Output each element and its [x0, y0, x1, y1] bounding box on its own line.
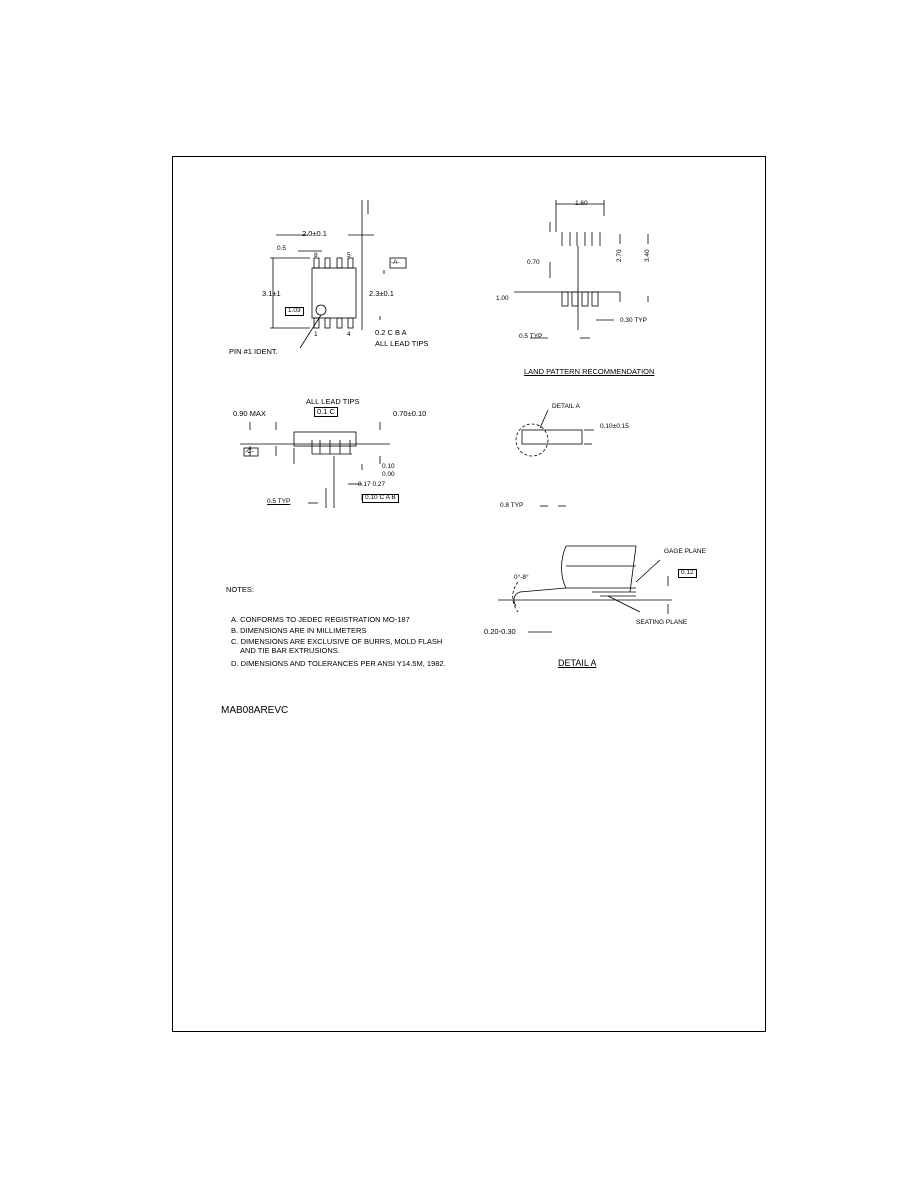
pitch-dim-label: 0.5 [277, 245, 287, 252]
detail-a-title: DETAIL A [558, 658, 597, 668]
sv-datum-c: -C- [245, 448, 255, 455]
drawing-id: MAB08AREVC [221, 705, 289, 716]
length-dim-label: 3.1±1 [262, 289, 281, 298]
datum-a-label: -A- [391, 259, 400, 266]
note-b: B. DIMENSIONS ARE IN MILLIMETERS [231, 626, 367, 635]
sv-standoff-bottom: 0.00 [382, 471, 395, 478]
drawing-frame [172, 156, 766, 1032]
seating-plane-label: SEATING PLANE [636, 619, 688, 626]
note-d: D. DIMENSIONS AND TOLERANCES PER ANSI Y1… [231, 659, 446, 668]
lp-dim-top: 1.60 [575, 200, 588, 207]
pin-5-label: 5 [347, 252, 351, 259]
sv-coplanarity: 0.1 C [314, 407, 338, 417]
detail-angle-label: 0°-8° [514, 574, 529, 581]
gage-plane-label: GAGE PLANE [664, 548, 706, 555]
body-dim-label: 2.3±0.1 [369, 289, 394, 298]
sv-standoff-top: 0.10 [382, 463, 395, 470]
sv-max-height: 0.90 MAX [233, 409, 266, 418]
notes-heading: NOTES: [226, 585, 254, 594]
lp-dim-b: 2.70 [616, 249, 623, 262]
width-dim-label: 2.0±0.1 [302, 229, 327, 238]
sv-lead-tips: ALL LEAD TIPS [306, 397, 360, 406]
note-c-line2: AND TIE BAR EXTRUSIONS. [240, 646, 340, 655]
pin-box-label: 1.03 [285, 307, 304, 316]
sv-lead-width: 0.17 0.27 [358, 481, 386, 488]
pin-1-label: 1 [314, 331, 318, 338]
lp-dim-d: 1.00 [496, 295, 509, 302]
lp-pad-width: 0.30 TYP [620, 317, 647, 324]
gage-dim-label: 0.12 [678, 569, 697, 578]
pin-4-label: 4 [347, 331, 351, 338]
sv-pitch: 0.5 TYP [267, 498, 291, 505]
lp-dim-c: 3.40 [644, 249, 651, 262]
pin-ident-label: PIN #1 IDENT. [229, 347, 278, 356]
note-c-line1: C. DIMENSIONS ARE EXCLUSIVE OF BURRS, MO… [231, 637, 443, 646]
sv-lead-length: 0.70±0.10 [393, 409, 427, 418]
lead-tips-label: ALL LEAD TIPS [375, 339, 429, 348]
note-a: A. CONFORMS TO JEDEC REGISTRATION MO-187 [231, 615, 410, 624]
tolerance-label: 0.2 C B A [375, 328, 407, 337]
land-pattern-title: LAND PATTERN RECOMMENDATION [524, 367, 655, 376]
detail-ref-thickness: 0.10±0.15 [600, 423, 629, 430]
detail-a-ref-label: DETAIL A [552, 403, 580, 410]
detail-ref-angle: 0.8 TYP [500, 502, 524, 509]
lp-dim-a: 0.70 [527, 259, 540, 266]
sv-position-tolerance: 0.10 C A B [362, 494, 399, 503]
lp-pitch: 0.5 TYP [519, 333, 543, 340]
foot-dim-label: 0.20-0.30 [484, 627, 516, 636]
pin-8-label: 8 [314, 252, 318, 259]
